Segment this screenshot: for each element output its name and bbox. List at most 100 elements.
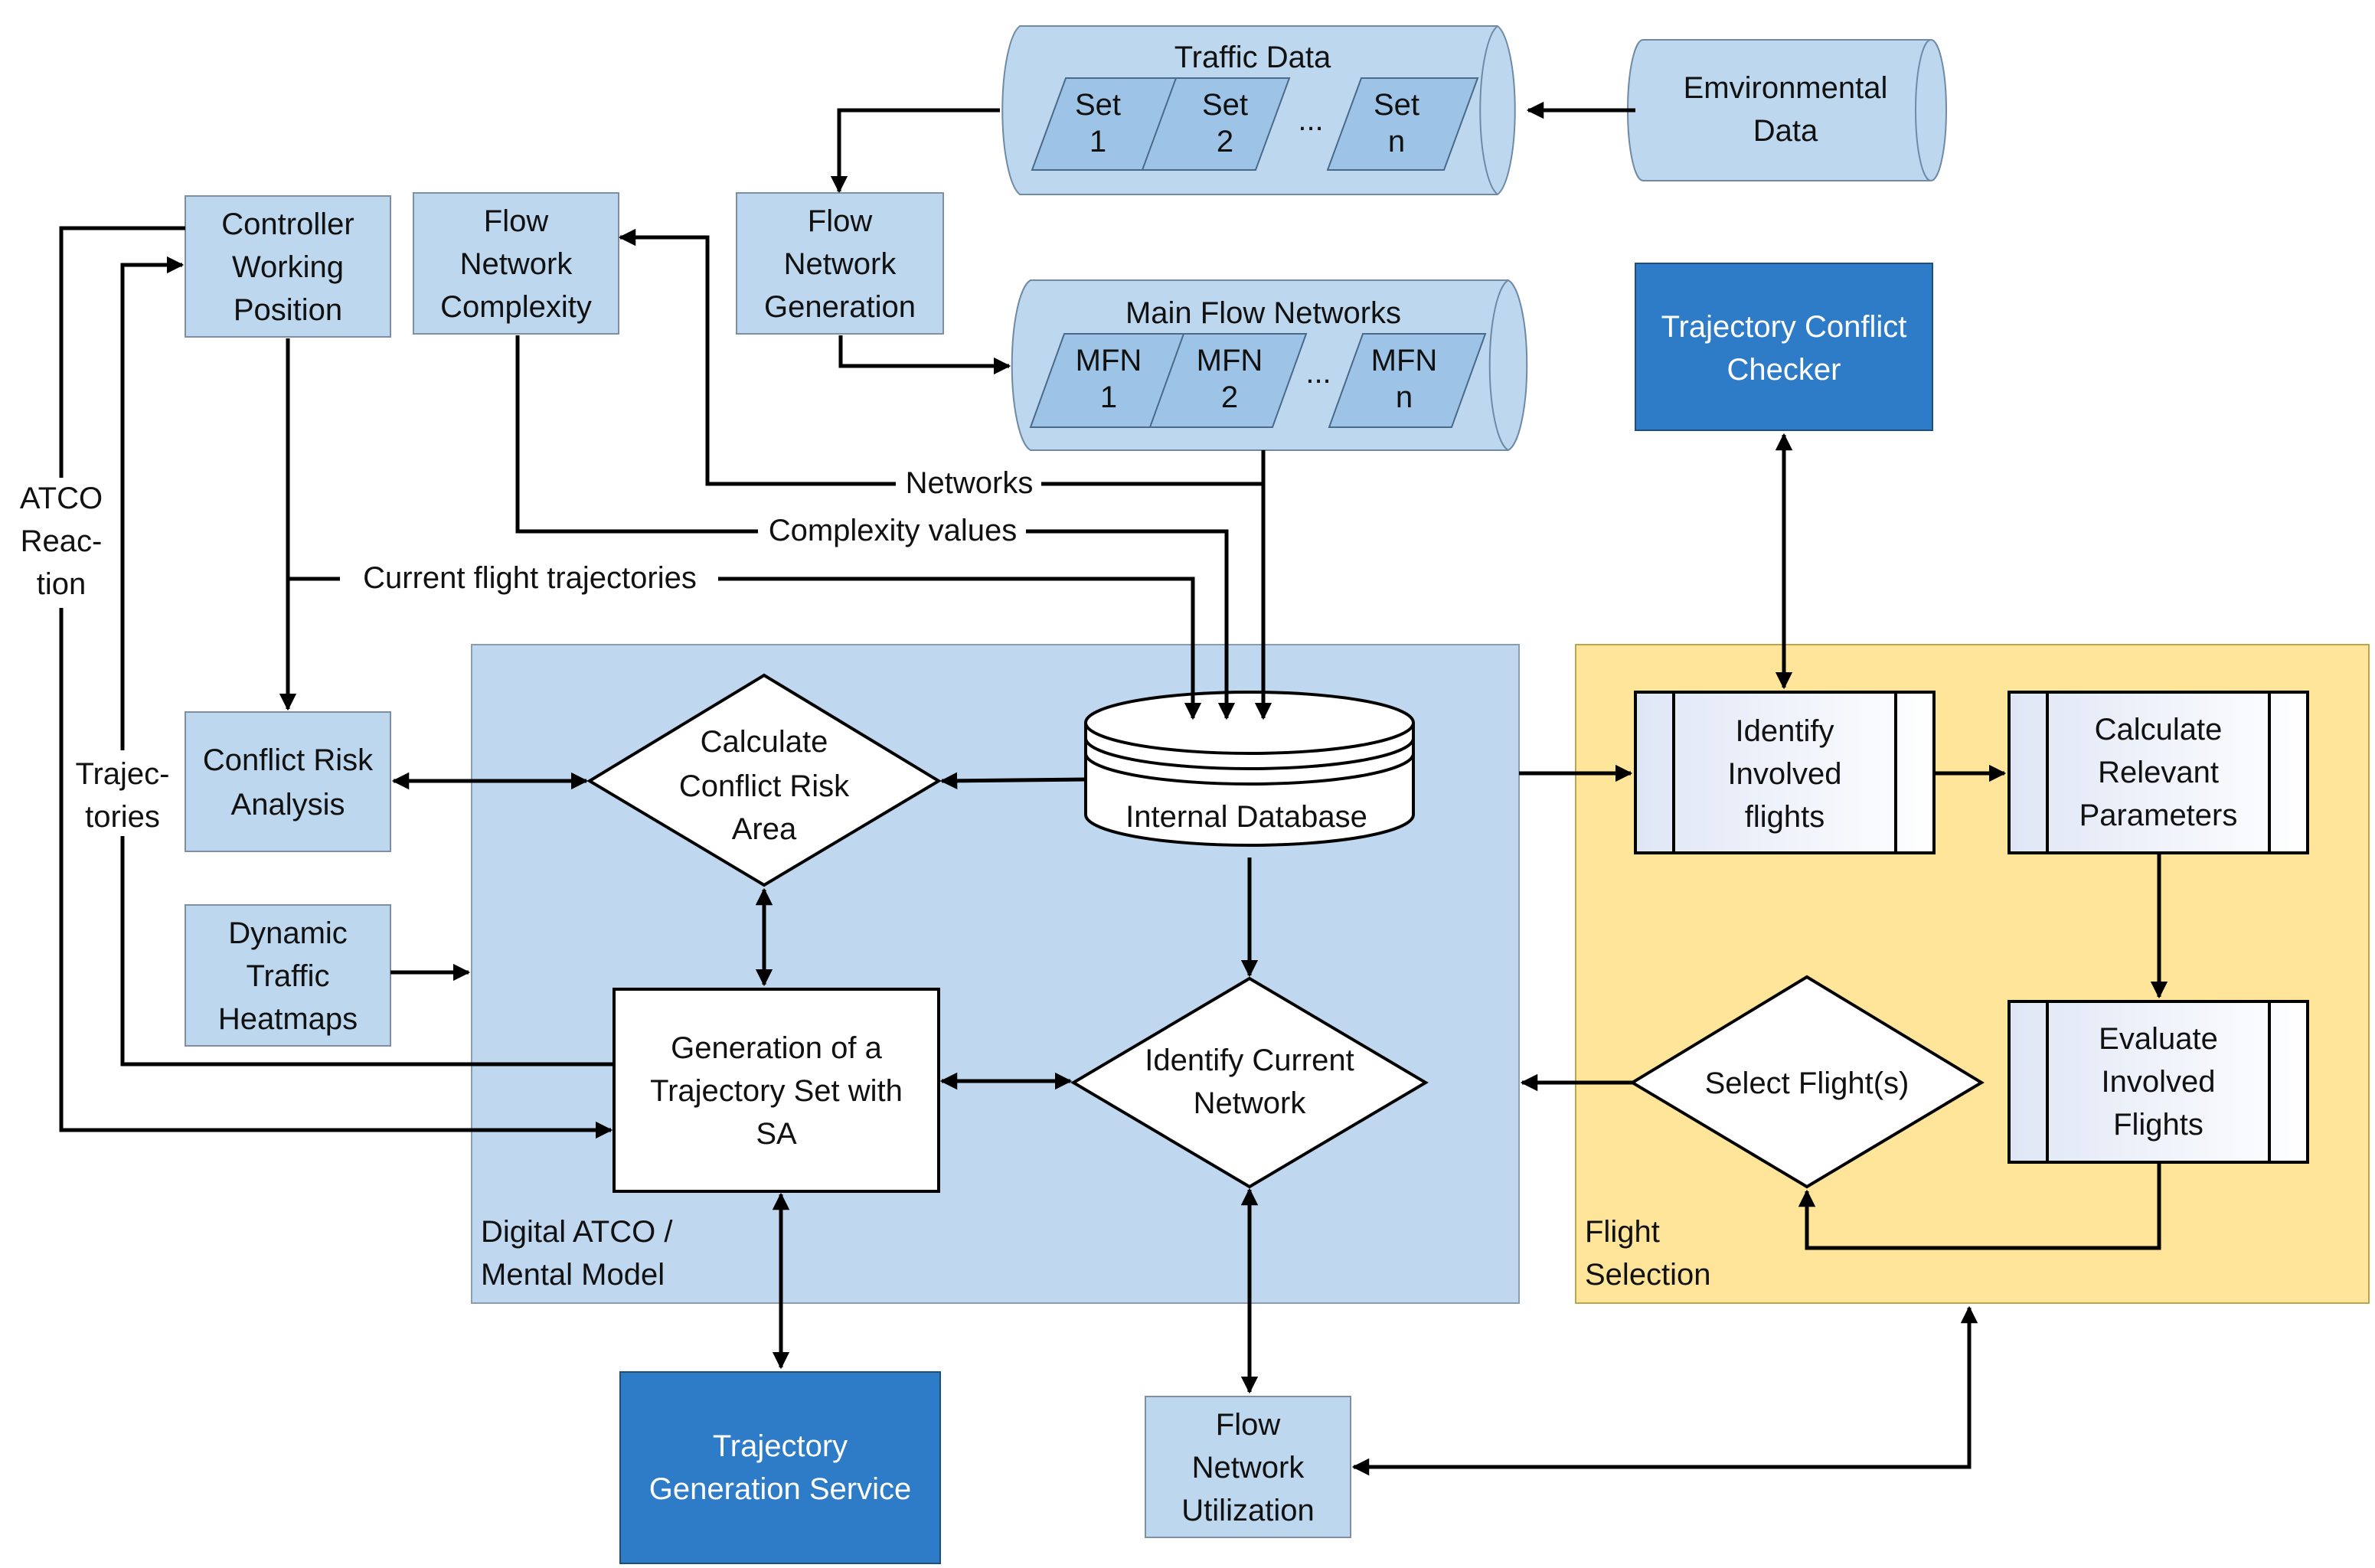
edge-labels: Networks Complexity values Current fligh… bbox=[15, 462, 1041, 836]
svg-text:2: 2 bbox=[1221, 381, 1238, 414]
edge-trajectories-loop bbox=[120, 256, 614, 1067]
svg-text:Analysis: Analysis bbox=[231, 788, 345, 822]
atco-reaction-label-3: tion bbox=[37, 567, 87, 601]
trajectories-label-1: Trajec- bbox=[76, 757, 170, 791]
digital-atco-label-2: Mental Model bbox=[481, 1258, 665, 1292]
svg-text:Checker: Checker bbox=[1727, 353, 1841, 387]
traffic-set-2: Set 2 bbox=[1141, 77, 1291, 171]
svg-text:Generation of a: Generation of a bbox=[671, 1031, 882, 1065]
flight-selection-label-1: Flight bbox=[1585, 1215, 1660, 1249]
traffic-data-title: Traffic Data bbox=[1174, 41, 1331, 74]
svg-text:1: 1 bbox=[1100, 381, 1117, 414]
svg-text:Heatmaps: Heatmaps bbox=[218, 1002, 358, 1036]
svg-text:Traffic: Traffic bbox=[247, 959, 330, 993]
trajectory-conflict-checker-box: Trajectory Conflict Checker bbox=[1635, 263, 1933, 431]
dynamic-traffic-heatmaps-box: Dynamic Traffic Heatmaps bbox=[185, 904, 391, 1047]
svg-text:Network: Network bbox=[1192, 1451, 1305, 1485]
svg-text:Network: Network bbox=[784, 247, 897, 281]
svg-text:Flow: Flow bbox=[484, 204, 549, 238]
svg-text:Area: Area bbox=[732, 812, 797, 846]
traffic-data-store: Traffic Data Set 1 Set 2 ... Set n bbox=[1001, 25, 1516, 195]
svg-text:Set: Set bbox=[1374, 88, 1419, 122]
main-flow-networks-title: Main Flow Networks bbox=[1125, 296, 1401, 330]
mfn-ellipsis: ... bbox=[1305, 356, 1331, 390]
svg-text:Dynamic: Dynamic bbox=[228, 916, 348, 950]
svg-text:Complexity: Complexity bbox=[440, 290, 592, 324]
svg-text:Network: Network bbox=[460, 247, 573, 281]
svg-text:n: n bbox=[1396, 381, 1413, 414]
trajectory-generation-service-box: Trajectory Generation Service bbox=[619, 1371, 941, 1564]
environmental-data-line-1: Emvironmental bbox=[1684, 71, 1888, 105]
traffic-ellipsis: ... bbox=[1298, 103, 1323, 137]
flow-network-complexity-box: Flow Network Complexity bbox=[413, 192, 619, 335]
svg-text:Trajectory Conflict: Trajectory Conflict bbox=[1661, 310, 1907, 344]
svg-text:Controller: Controller bbox=[221, 207, 354, 241]
environmental-data-line-2: Data bbox=[1753, 114, 1818, 148]
svg-text:Flow: Flow bbox=[808, 204, 873, 238]
main-flow-networks-store: Main Flow Networks MFN 1 MFN 2 ... MFN n bbox=[1011, 279, 1528, 451]
generation-trajectory-set-box: Generation of a Trajectory Set with SA bbox=[613, 988, 940, 1193]
identify-current-network-decision: Identify Current Network bbox=[1070, 976, 1429, 1189]
svg-text:MFN: MFN bbox=[1197, 344, 1263, 377]
mfn-n: MFN n bbox=[1328, 333, 1487, 428]
svg-text:Parameters: Parameters bbox=[2079, 799, 2238, 832]
flight-selection-label-2: Selection bbox=[1585, 1258, 1711, 1292]
svg-text:Select Flight(s): Select Flight(s) bbox=[1705, 1067, 1909, 1100]
svg-text:Calculate: Calculate bbox=[701, 725, 828, 759]
svg-text:Trajectory: Trajectory bbox=[713, 1429, 848, 1463]
flow-network-generation-box: Flow Network Generation bbox=[736, 192, 944, 335]
flow-network-utilization-box: Flow Network Utilization bbox=[1145, 1396, 1351, 1538]
mfn-2: MFN 2 bbox=[1148, 333, 1308, 428]
svg-text:Relevant: Relevant bbox=[2098, 756, 2219, 789]
edge-traffic-to-generation bbox=[830, 108, 1000, 194]
svg-text:Set: Set bbox=[1202, 88, 1248, 122]
digital-atco-label-1: Digital ATCO / bbox=[481, 1215, 673, 1249]
edge-db-to-area bbox=[939, 772, 1086, 790]
networks-label: Networks bbox=[906, 466, 1034, 500]
atco-reaction-label-2: Reac- bbox=[21, 524, 103, 558]
traffic-set-n: Set n bbox=[1326, 77, 1479, 171]
svg-text:n: n bbox=[1388, 125, 1405, 158]
current-flight-trajectories-label: Current flight trajectories bbox=[363, 561, 697, 595]
svg-text:Set: Set bbox=[1075, 88, 1121, 122]
evaluate-involved-flights-box: Evaluate Involved Flights bbox=[2007, 1000, 2309, 1164]
svg-text:Working: Working bbox=[232, 250, 344, 284]
svg-text:Flow: Flow bbox=[1216, 1408, 1281, 1442]
svg-text:Position: Position bbox=[234, 293, 342, 327]
internal-database-store: Internal Database bbox=[1084, 691, 1415, 847]
svg-text:Generation Service: Generation Service bbox=[649, 1472, 911, 1506]
internal-database-label: Internal Database bbox=[1125, 800, 1367, 834]
svg-text:Identify Current: Identify Current bbox=[1145, 1044, 1354, 1077]
trajectories-label-2: tories bbox=[85, 800, 160, 834]
svg-text:SA: SA bbox=[756, 1117, 797, 1151]
svg-text:1: 1 bbox=[1089, 125, 1106, 158]
svg-text:Conflict Risk: Conflict Risk bbox=[679, 769, 850, 803]
svg-text:Evaluate: Evaluate bbox=[2099, 1022, 2218, 1056]
svg-text:MFN: MFN bbox=[1371, 344, 1438, 377]
controller-working-position-box: Controller Working Position bbox=[185, 195, 391, 338]
environmental-data-store: Emvironmental Data bbox=[1627, 39, 1947, 181]
select-flights-decision: Select Flight(s) bbox=[1629, 975, 1985, 1189]
svg-text:flights: flights bbox=[1745, 800, 1825, 834]
svg-text:Identify: Identify bbox=[1736, 714, 1834, 748]
svg-text:Generation: Generation bbox=[764, 290, 916, 324]
conflict-risk-analysis-box: Conflict Risk Analysis bbox=[185, 711, 391, 852]
svg-text:Network: Network bbox=[1194, 1086, 1307, 1120]
edge-generation-to-mfn bbox=[838, 335, 1011, 375]
svg-text:Calculate: Calculate bbox=[2095, 713, 2223, 746]
svg-text:Trajectory Set with: Trajectory Set with bbox=[650, 1074, 903, 1108]
svg-text:Involved: Involved bbox=[1728, 757, 1842, 791]
svg-text:2: 2 bbox=[1217, 125, 1233, 158]
svg-text:MFN: MFN bbox=[1076, 344, 1142, 377]
identify-involved-flights-box: Identify Involved flights bbox=[1634, 691, 1936, 854]
edge-evaluate-to-select bbox=[1798, 1162, 2161, 1250]
edge-atco-reaction bbox=[59, 226, 613, 1139]
calculate-relevant-parameters-box: Calculate Relevant Parameters bbox=[2007, 691, 2309, 854]
edge-utilization-to-flight-selection bbox=[1351, 1305, 1978, 1476]
svg-text:Utilization: Utilization bbox=[1181, 1494, 1314, 1527]
complexity-values-label: Complexity values bbox=[769, 514, 1018, 547]
calculate-conflict-risk-area-decision: Calculate Conflict Risk Area bbox=[586, 673, 942, 887]
svg-text:Involved: Involved bbox=[2102, 1065, 2216, 1099]
atco-reaction-label-1: ATCO bbox=[20, 482, 103, 515]
